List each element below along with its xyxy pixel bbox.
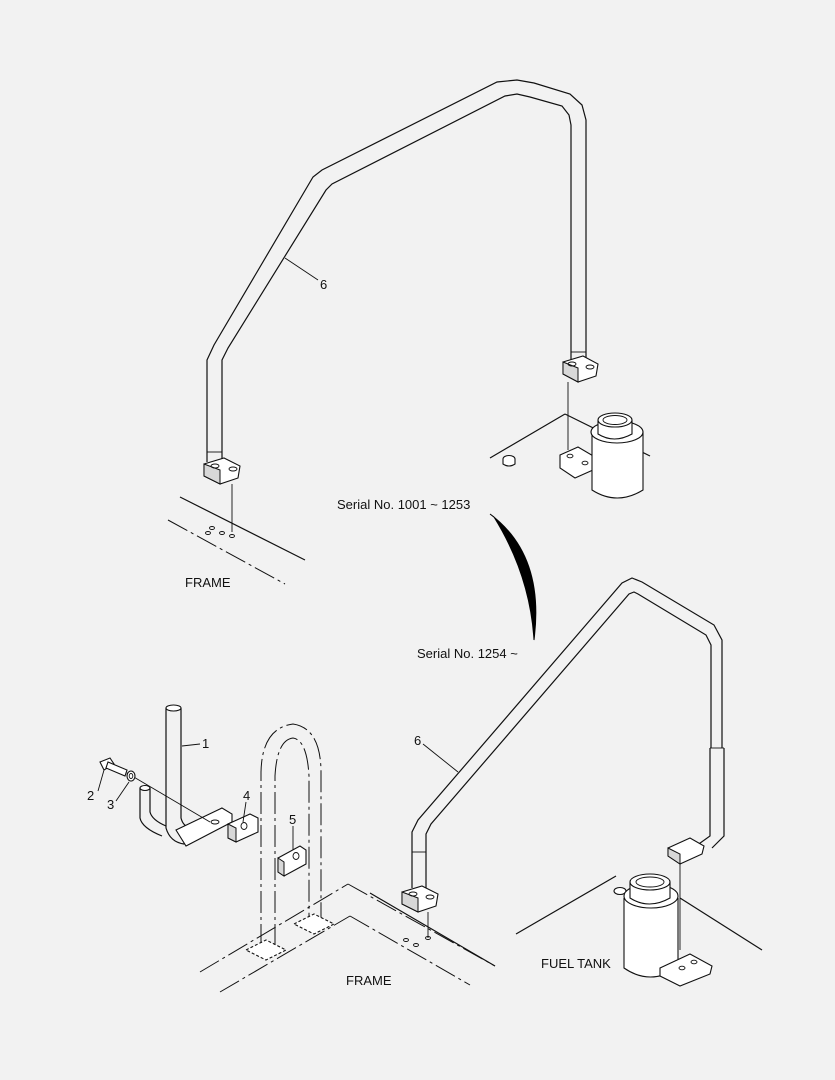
upper-left-base-block — [203, 457, 241, 485]
upper-frame — [167, 484, 306, 585]
callout-4: 4 — [243, 788, 250, 803]
lower-left-frame — [199, 883, 496, 993]
callout-1: 1 — [202, 736, 209, 751]
callout-5: 5 — [289, 812, 296, 827]
serial-old-label: Serial No. 1001 ~ 1253 — [337, 497, 470, 512]
upper-tank-area — [489, 382, 651, 499]
item2-bolt — [99, 757, 211, 823]
frame-label-top: FRAME — [185, 575, 231, 590]
upper-handrail — [206, 79, 587, 462]
lower-right-bracket — [667, 837, 705, 865]
fuel-tank-label: FUEL TANK — [541, 956, 611, 971]
item1-bracket-pipe — [139, 704, 233, 847]
item4-clamp — [227, 813, 259, 843]
callout-6-lower: 6 — [414, 733, 421, 748]
frame-label-bottom: FRAME — [346, 973, 392, 988]
upper-right-base-block — [562, 355, 599, 383]
lower-handrail — [411, 577, 725, 888]
lower-fuel-tank — [515, 864, 763, 987]
lower-left-base-block — [401, 885, 439, 913]
leader-lines — [97, 257, 459, 850]
item3-washer — [126, 770, 136, 782]
phantom-handrail — [244, 723, 336, 961]
callout-3: 3 — [107, 797, 114, 812]
revision-arrow — [489, 513, 537, 641]
callout-6-upper: 6 — [320, 277, 327, 292]
serial-new-label: Serial No. 1254 ~ — [417, 646, 518, 661]
callout-2: 2 — [87, 788, 94, 803]
item5-clamp — [277, 845, 307, 877]
